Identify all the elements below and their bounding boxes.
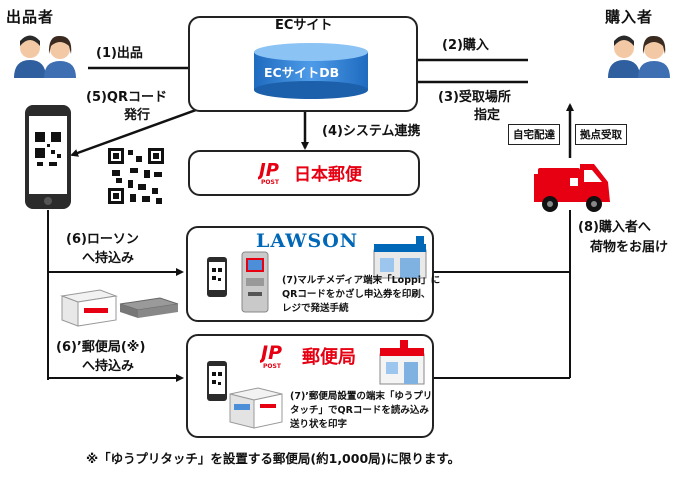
- buyer-people-icon: [608, 35, 670, 78]
- post-office-name: 郵便局: [302, 347, 356, 368]
- post-office-building-icon: [379, 340, 425, 385]
- post-office-smartphone-icon: [207, 361, 227, 401]
- step6b-label-line2: へ持込み: [82, 359, 135, 374]
- step6-label-line1: (6)ローソン: [66, 232, 139, 247]
- ec-site-title: ECサイト: [275, 18, 333, 33]
- post-office-jp-logo-icon: JP POST: [260, 342, 282, 370]
- lawson-logo: LAWSON: [256, 230, 359, 252]
- packages-icon: [60, 289, 179, 327]
- step5-label-line1: (5)QRコード: [86, 90, 167, 105]
- lawson-step7-line1: (7)マルチメディア端末「Loppi」に: [282, 275, 441, 286]
- svg-text:POST: POST: [261, 179, 280, 186]
- lawson-step7-line2: QRコードをかざし申込券を印刷、: [282, 289, 431, 300]
- step4-label: (4)システム連携: [322, 124, 421, 139]
- step6-label-line2: へ持込み: [82, 251, 135, 266]
- footnote: ※「ゆうプリタッチ」を設置する郵便局(約1,000局)に限ります。: [86, 451, 461, 466]
- step2-label: (2)購入: [442, 38, 489, 53]
- database-icon: [254, 43, 368, 99]
- svg-text:POST: POST: [263, 363, 282, 370]
- pickup-tag: 拠点受取: [575, 124, 627, 145]
- svg-text:JP: JP: [258, 160, 279, 181]
- db-label: ECサイトDB: [264, 65, 340, 80]
- step6b-label-line1: (6)’郵便局(※): [56, 340, 146, 355]
- post-step7-line1: (7)’郵便局設置の端末「ゆうプリ: [290, 391, 433, 402]
- delivery-truck-icon: [534, 164, 610, 212]
- smartphone-icon: [25, 105, 71, 209]
- buyer-title: 購入者: [605, 8, 654, 26]
- svg-text:JP: JP: [260, 342, 282, 364]
- step8-label-line1: (8)購入者へ: [578, 220, 651, 235]
- seller-title: 出品者: [6, 8, 55, 26]
- step5-label-line2: 発行: [124, 108, 151, 123]
- loppi-kiosk-icon: [241, 251, 269, 313]
- step8-label-line2: 荷物をお届け: [590, 240, 669, 255]
- jp-post-logo-icon: JP POST: [258, 160, 280, 186]
- step3-label-line1: (3)受取場所: [438, 90, 511, 105]
- lawson-smartphone-icon: [207, 257, 227, 297]
- home-delivery-tag: 自宅配達: [508, 124, 560, 145]
- qr-code-icon: [108, 148, 164, 204]
- step3-label-line2: 指定: [474, 108, 501, 123]
- post-step7-line3: 送り状を印字: [290, 419, 348, 430]
- japan-post-name: 日本郵便: [294, 165, 362, 185]
- lawson-step7-line3: レジで発送手続: [282, 303, 349, 314]
- post-step7-line2: タッチ」でQRコードを読み込み: [290, 405, 429, 416]
- seller-people-icon: [14, 35, 76, 78]
- japan-post-box: [188, 150, 420, 196]
- lawson-store-icon: [373, 236, 427, 279]
- yupuri-touch-terminal-icon: [229, 387, 283, 429]
- step1-label: (1)出品: [96, 46, 143, 61]
